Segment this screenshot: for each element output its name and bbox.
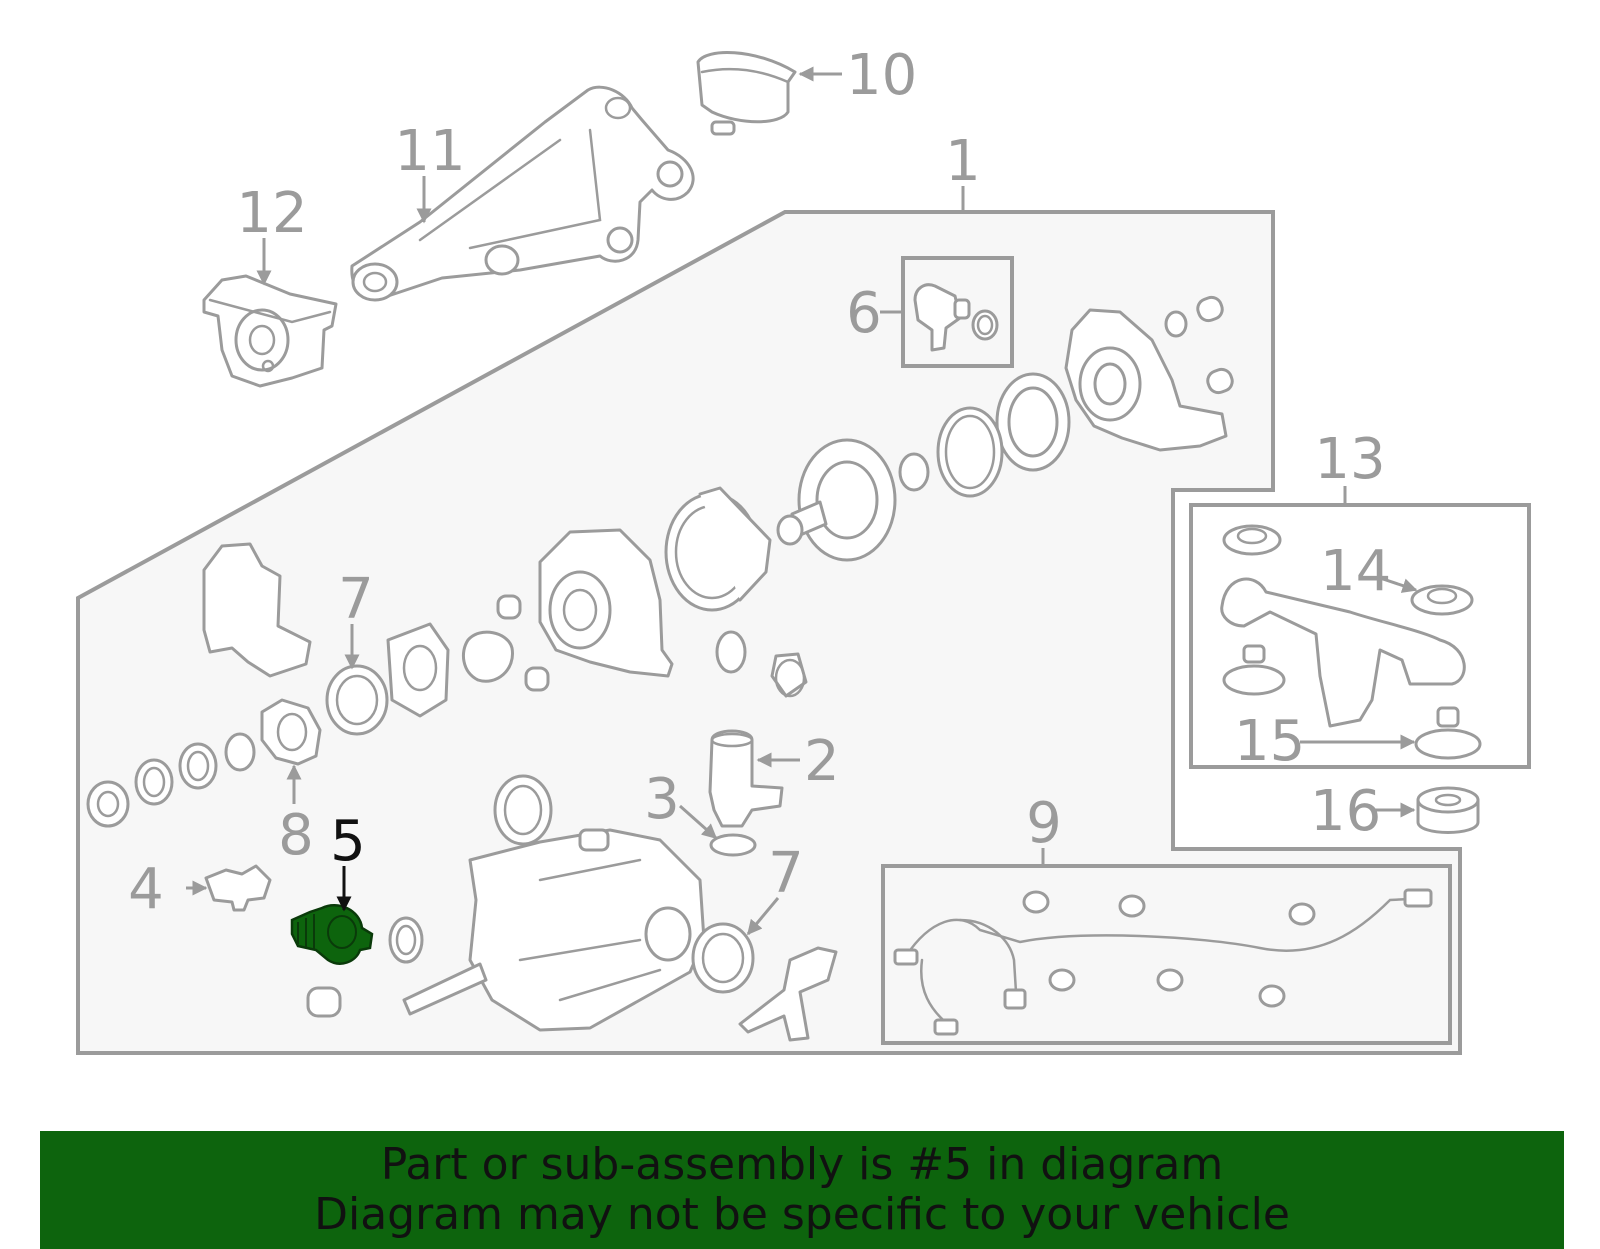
part-4-sensor (204, 864, 272, 912)
callout-8: 8 (278, 803, 314, 868)
part-5-highlighted (290, 903, 374, 965)
callout-1: 1 (945, 129, 981, 194)
callout-11: 11 (394, 119, 465, 184)
mount-kit-box-13 (1189, 503, 1531, 769)
banner-line-1: Part or sub-assembly is #5 in diagram (380, 1139, 1224, 1190)
part-main-housing (402, 774, 706, 1032)
part-12-mount-bracket (202, 274, 338, 388)
part-11-subframe-arm (350, 85, 695, 302)
part-10-reservoir (696, 51, 797, 136)
part-bracket (738, 946, 838, 1042)
callout-7a: 7 (338, 567, 374, 632)
info-banner: Part or sub-assembly is #5 in diagram Di… (40, 1131, 1564, 1249)
part-left-components (202, 542, 808, 736)
callout-7b: 7 (768, 841, 804, 906)
part-3-o-ring (709, 833, 757, 857)
part-ring-gear-set (776, 372, 1071, 562)
leader-lines (186, 66, 1418, 936)
callout-12: 12 (236, 181, 307, 246)
part-9-wiring-harness (893, 888, 1433, 1036)
part-13-mount-kit (1220, 524, 1482, 760)
callout-5: 5 (330, 809, 366, 874)
part-6-sensor (913, 283, 999, 352)
part-16-bushing (1416, 786, 1480, 834)
callout-9: 9 (1026, 791, 1062, 856)
callout-14: 14 (1320, 539, 1391, 604)
callout-4: 4 (128, 857, 164, 922)
callout-10: 10 (846, 43, 917, 108)
part-washers (86, 732, 256, 828)
callout-13: 13 (1314, 427, 1385, 492)
callout-2: 2 (804, 729, 840, 794)
callout-15: 15 (1234, 709, 1305, 774)
harness-box-9 (881, 864, 1452, 1045)
callout-16: 16 (1310, 779, 1381, 844)
part-8-flange (260, 698, 322, 766)
part-misc-small (306, 916, 424, 1018)
part-clutch-drum (664, 486, 772, 612)
part-center-housing (496, 528, 674, 692)
part-2-motor (708, 729, 784, 828)
part-differential-cover (1064, 295, 1234, 452)
callout-3: 3 (644, 767, 680, 832)
part-7b-seal (691, 922, 755, 994)
callout-6: 6 (846, 281, 882, 346)
banner-line-2: Diagram may not be specific to your vehi… (314, 1189, 1290, 1240)
